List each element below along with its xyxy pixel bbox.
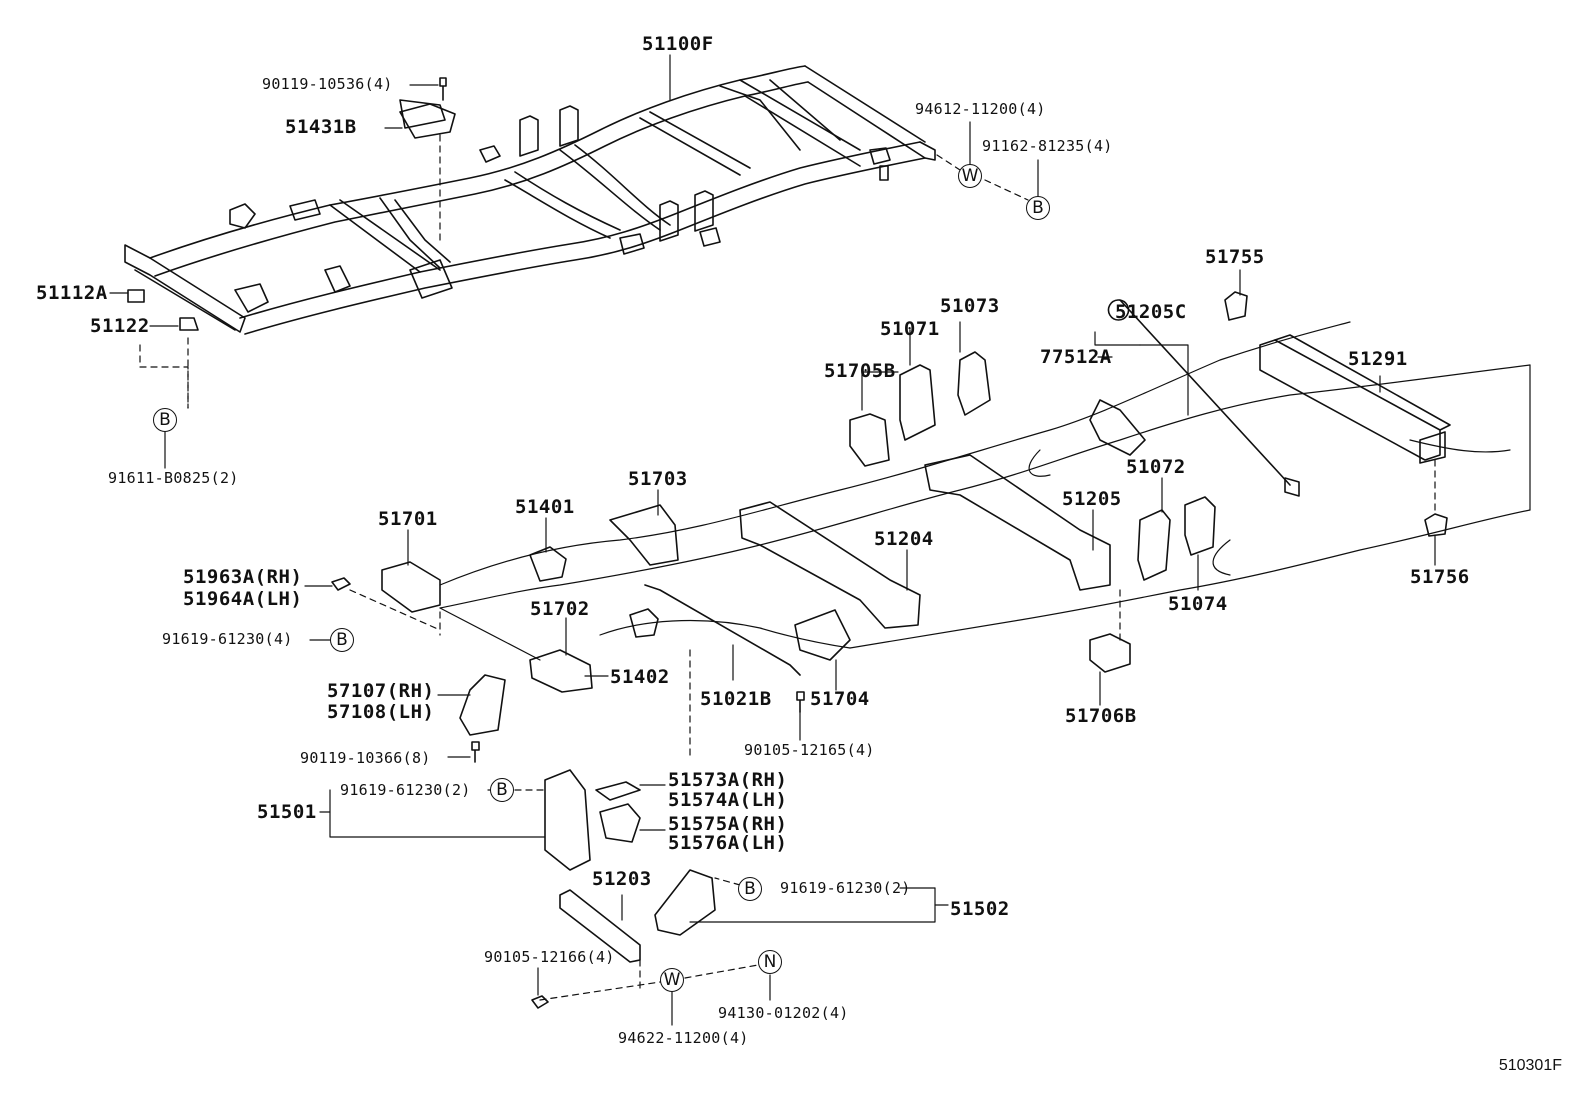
part-label-51291: 51291 (1348, 348, 1408, 370)
bracket-51402-drawing (629, 608, 659, 638)
part-label-51706b: 51706B (1065, 705, 1137, 727)
crossmember-51291-drawing (1259, 334, 1451, 464)
part-label-90119-10366: 90119-10366(8) (300, 749, 431, 767)
part-label-51431b: 51431B (285, 116, 357, 138)
bracket-51704-drawing (794, 609, 851, 661)
part-label-91619-61230-a: 91619-61230(4) (162, 630, 293, 648)
bolt-icon (471, 741, 480, 763)
part-label-51401: 51401 (515, 496, 575, 518)
part-label-94130-01202: 94130-01202(4) (718, 1004, 849, 1022)
bracket-51072-drawing (1137, 509, 1171, 581)
part-label-51575a: 51575A(RH) (668, 813, 788, 835)
part-label-94622-11200: 94622-11200(4) (618, 1029, 749, 1047)
bolt-symbol-b: B (153, 408, 177, 432)
crossmember-51205-drawing (924, 454, 1111, 591)
bracket-51756-drawing (1424, 513, 1448, 537)
part-label-51705b: 51705B (824, 360, 896, 382)
part-label-91162-81235: 91162-81235(4) (982, 137, 1113, 155)
part-label-77512a: 77512A (1040, 346, 1112, 368)
bracket-51071-drawing (899, 364, 936, 441)
part-label-51502: 51502 (950, 898, 1010, 920)
part-label-51701: 51701 (378, 508, 438, 530)
bolt-icon (796, 691, 805, 713)
part-label-51073: 51073 (940, 295, 1000, 317)
part-label-51501: 51501 (257, 801, 317, 823)
part-label-51072: 51072 (1126, 456, 1186, 478)
bracket-51701-drawing (381, 561, 441, 613)
part-label-51021b: 51021B (700, 688, 772, 710)
leader-lines-top (109, 54, 1039, 469)
part-label-51703: 51703 (628, 468, 688, 490)
bracket-51573a-drawing (595, 781, 641, 801)
part-label-90105-12166: 90105-12166(4) (484, 948, 615, 966)
part-label-51573a: 51573A(RH) (668, 769, 788, 791)
part-label-51964a: 51964A(LH) (183, 588, 303, 610)
part-label-51074: 51074 (1168, 593, 1228, 615)
frame-assembly-drawing (124, 65, 936, 335)
bracket-51963a-drawing (331, 577, 351, 591)
part-label-90119-10536: 90119-10536(4) (262, 75, 393, 93)
part-label-51203: 51203 (592, 868, 652, 890)
bolt-symbol-b: B (330, 628, 354, 652)
bracket-51703-drawing (609, 504, 679, 566)
part-label-51574a: 51574A(LH) (668, 789, 788, 811)
rod-51021b-drawing (644, 584, 801, 676)
part-label-51204: 51204 (874, 528, 934, 550)
part-label-51122: 51122 (90, 315, 150, 337)
figure-id: 510301F (1498, 1057, 1562, 1074)
part-label-57108: 57108(LH) (327, 701, 435, 723)
part-label-51205c: 51205C (1115, 301, 1187, 323)
bolt-symbol-b: B (1026, 196, 1050, 220)
part-label-51704: 51704 (810, 688, 870, 710)
nut-symbol-n: N (758, 950, 782, 974)
crossmember-51204-drawing (739, 501, 921, 629)
bolt-icon (439, 77, 447, 101)
bracket-51074-drawing (1184, 496, 1216, 556)
bracket-51431b-drawing (399, 103, 456, 139)
bolt-symbol-b: B (490, 778, 514, 802)
bracket-57107-drawing (459, 674, 506, 736)
bracket-51575a-drawing (599, 803, 641, 843)
bolt-symbol-b: B (738, 877, 762, 901)
part-label-94612-11200: 94612-11200(4) (915, 100, 1046, 118)
leader-lines-lower (304, 269, 1436, 1026)
part-label-91619-61230-b: 91619-61230(2) (340, 781, 471, 799)
part-label-51112a: 51112A (36, 282, 108, 304)
part-label-51756: 51756 (1410, 566, 1470, 588)
bracket-51755-drawing (1224, 291, 1248, 321)
rod-51205c-drawing (1107, 299, 1300, 497)
part-label-51402: 51402 (610, 666, 670, 688)
part-label-51576a: 51576A(LH) (668, 832, 788, 854)
bolt-icon (531, 995, 549, 1009)
part-label-51755: 51755 (1205, 246, 1265, 268)
bracket-51501-drawing (544, 769, 591, 871)
bracket-51073-drawing (957, 351, 991, 416)
mount-51705b-drawing (849, 413, 890, 467)
mount-51706b-drawing (1089, 633, 1131, 673)
bracket-51502-drawing (654, 869, 716, 936)
washer-symbol-w: W (660, 968, 684, 992)
part-label-91611-b0825: 91611-B0825(2) (108, 469, 239, 487)
part-label-51205: 51205 (1062, 488, 1122, 510)
exploded-frame-outline (439, 321, 1531, 661)
bracket-51401-drawing (529, 546, 567, 582)
part-label-90105-12165: 90105-12165(4) (744, 741, 875, 759)
part-label-57107: 57107(RH) (327, 680, 435, 702)
bracket-77512a-drawing (1089, 399, 1146, 456)
part-label-51702: 51702 (530, 598, 590, 620)
bracket-51702-drawing (529, 649, 593, 693)
washer-symbol-w: W (958, 164, 982, 188)
part-label-51100f: 51100F (642, 33, 714, 55)
part-label-91619-61230-c: 91619-61230(2) (780, 879, 911, 897)
part-label-51071: 51071 (880, 318, 940, 340)
part-label-51963a: 51963A(RH) (183, 566, 303, 588)
